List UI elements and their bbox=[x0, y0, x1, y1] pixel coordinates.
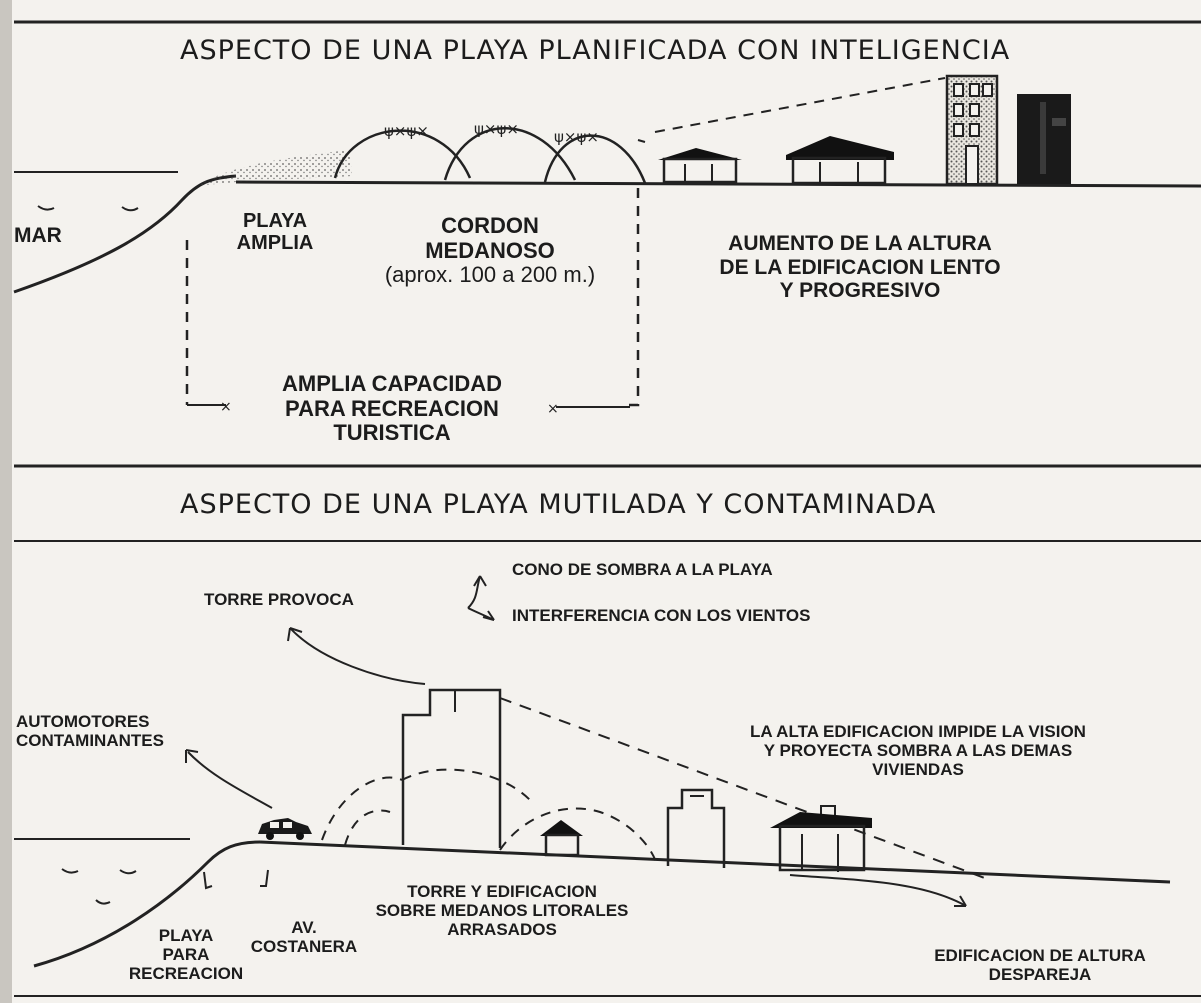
label-line: ARRASADOS bbox=[447, 920, 557, 940]
label-line: TORRE Y EDIFICACION bbox=[407, 882, 597, 901]
wave-mark bbox=[95, 899, 111, 905]
label-edificacion-altura: EDIFICACION DE ALTURA DESPAREJA bbox=[890, 946, 1190, 984]
label-line: EDIFICACION DE ALTURA bbox=[934, 946, 1146, 965]
label-aumento-altura: AUMENTO DE LA ALTURA DE LA EDIFICACION L… bbox=[710, 232, 1010, 303]
capacity-arrow-left-tip: × bbox=[220, 399, 232, 415]
beach-slope bbox=[33, 840, 261, 968]
label-line: PARA bbox=[162, 945, 210, 965]
dune-vegetation: ψ×ψ× bbox=[474, 120, 519, 138]
label-alta-edificacion: LA ALTA EDIFICACION IMPIDE LA VISION Y P… bbox=[668, 722, 1168, 779]
ground-line bbox=[235, 180, 1201, 188]
label-automotores: AUTOMOTORES CONTAMINANTES bbox=[16, 712, 164, 750]
dune bbox=[543, 134, 647, 184]
label-cordon-medanoso: CORDON MEDANOSO (aprox. 100 a 200 m.) bbox=[340, 213, 640, 288]
wave-mark bbox=[61, 868, 79, 874]
automotores-arrow-head bbox=[185, 749, 199, 763]
label-line: DE LA EDIFICACION LENTO bbox=[719, 255, 1001, 279]
label-amplia-capacidad: AMPLIA CAPACIDAD PARA RECREACION TURISTI… bbox=[232, 371, 552, 446]
label-line: AUMENTO DE LA ALTURA bbox=[728, 232, 992, 255]
label-line: Y PROGRESIVO bbox=[779, 279, 941, 303]
automotores-arrow bbox=[187, 751, 273, 809]
shadow-line bbox=[499, 697, 991, 881]
height-gradient-line bbox=[637, 77, 946, 143]
label-line: AMPLIA bbox=[236, 232, 314, 255]
capacity-arrow-right-tip: × bbox=[547, 401, 559, 417]
beach-tick bbox=[260, 869, 269, 887]
edificacion-arrow bbox=[789, 874, 967, 907]
label-line: DESPAREJA bbox=[988, 965, 1092, 985]
label-line: VIVIENDAS bbox=[872, 760, 964, 780]
torre-arrow bbox=[289, 627, 426, 685]
gabled-house bbox=[770, 805, 872, 872]
label-line: (aprox. 100 a 200 m.) bbox=[384, 262, 596, 288]
bottom-panel-drawing bbox=[14, 575, 1201, 997]
label-playa-recreacion: PLAYA PARA RECREACION bbox=[126, 926, 246, 983]
dune-vegetation: ψ×ψ× bbox=[554, 128, 599, 146]
wave-mark bbox=[121, 206, 139, 212]
label-playa-amplia: PLAYA AMPLIA bbox=[212, 210, 338, 255]
bottom-panel-title: ASPECTO DE UNA PLAYA MUTILADA Y CONTAMIN… bbox=[180, 489, 937, 520]
left-shadow-strip bbox=[0, 0, 12, 1003]
dashed-zone-boundary bbox=[628, 188, 640, 407]
dune bbox=[443, 127, 577, 181]
label-line: Y PROYECTA SOMBRA A LAS DEMAS bbox=[763, 741, 1073, 761]
label-line: AMPLIA CAPACIDAD bbox=[282, 371, 502, 396]
label-line: LA ALTA EDIFICACION IMPIDE LA VISION bbox=[750, 722, 1086, 741]
label-av-costanera: AV. COSTANERA bbox=[244, 918, 364, 956]
label-cono-sombra: CONO DE SOMBRA A LA PLAYA bbox=[512, 560, 773, 579]
mid-rise-building bbox=[666, 788, 726, 868]
label-line: RECREACION bbox=[128, 964, 244, 984]
label-mar: MAR bbox=[14, 224, 62, 247]
label-line: TURISTICA bbox=[333, 420, 451, 446]
wave-mark bbox=[119, 869, 137, 875]
sand-texture bbox=[196, 150, 352, 186]
razed-dune bbox=[401, 768, 531, 801]
label-line: PLAYA bbox=[158, 926, 214, 945]
beach-tick bbox=[203, 871, 213, 890]
car bbox=[258, 818, 312, 840]
torre-arrow-head bbox=[287, 627, 303, 642]
label-torre-edificacion: TORRE Y EDIFICACION SOBRE MEDANOS LITORA… bbox=[352, 882, 652, 939]
label-torre-provoca: TORRE PROVOCA bbox=[204, 590, 354, 609]
label-line: CORDON bbox=[441, 213, 539, 238]
mid-rise-building bbox=[945, 74, 999, 186]
label-line: CONTAMINANTES bbox=[16, 731, 164, 751]
small-house bbox=[658, 148, 742, 184]
razed-dune bbox=[344, 809, 391, 846]
label-line: SOBRE MEDANOS LITORALES bbox=[375, 901, 629, 921]
wind-arrow-head bbox=[473, 575, 487, 587]
high-rise-building bbox=[1017, 94, 1071, 184]
razed-dune bbox=[499, 807, 657, 863]
label-line: COSTANERA bbox=[250, 937, 358, 957]
label-line: PLAYA bbox=[242, 210, 308, 232]
razed-dune bbox=[321, 776, 403, 841]
wave-mark bbox=[37, 205, 55, 211]
label-line: AV. bbox=[291, 918, 317, 937]
label-line: AUTOMOTORES bbox=[16, 712, 150, 731]
label-line: MEDANOSO bbox=[425, 237, 555, 263]
label-line: PARA RECREACION bbox=[285, 395, 499, 421]
gabled-house bbox=[786, 136, 894, 185]
tower bbox=[401, 688, 502, 848]
top-panel-title: ASPECTO DE UNA PLAYA PLANIFICADA CON INT… bbox=[180, 35, 1011, 66]
edificacion-arrow-head bbox=[954, 895, 967, 907]
label-interferencia-vientos: INTERFERENCIA CON LOS VIENTOS bbox=[512, 606, 811, 625]
top-panel-drawing: ψ×ψ× ψ×ψ× ψ×ψ× × × bbox=[13, 74, 1201, 417]
wind-arrow-head bbox=[482, 610, 495, 621]
small-house bbox=[540, 820, 583, 857]
dune-vegetation: ψ×ψ× bbox=[384, 122, 429, 140]
ground-line bbox=[259, 840, 1171, 884]
